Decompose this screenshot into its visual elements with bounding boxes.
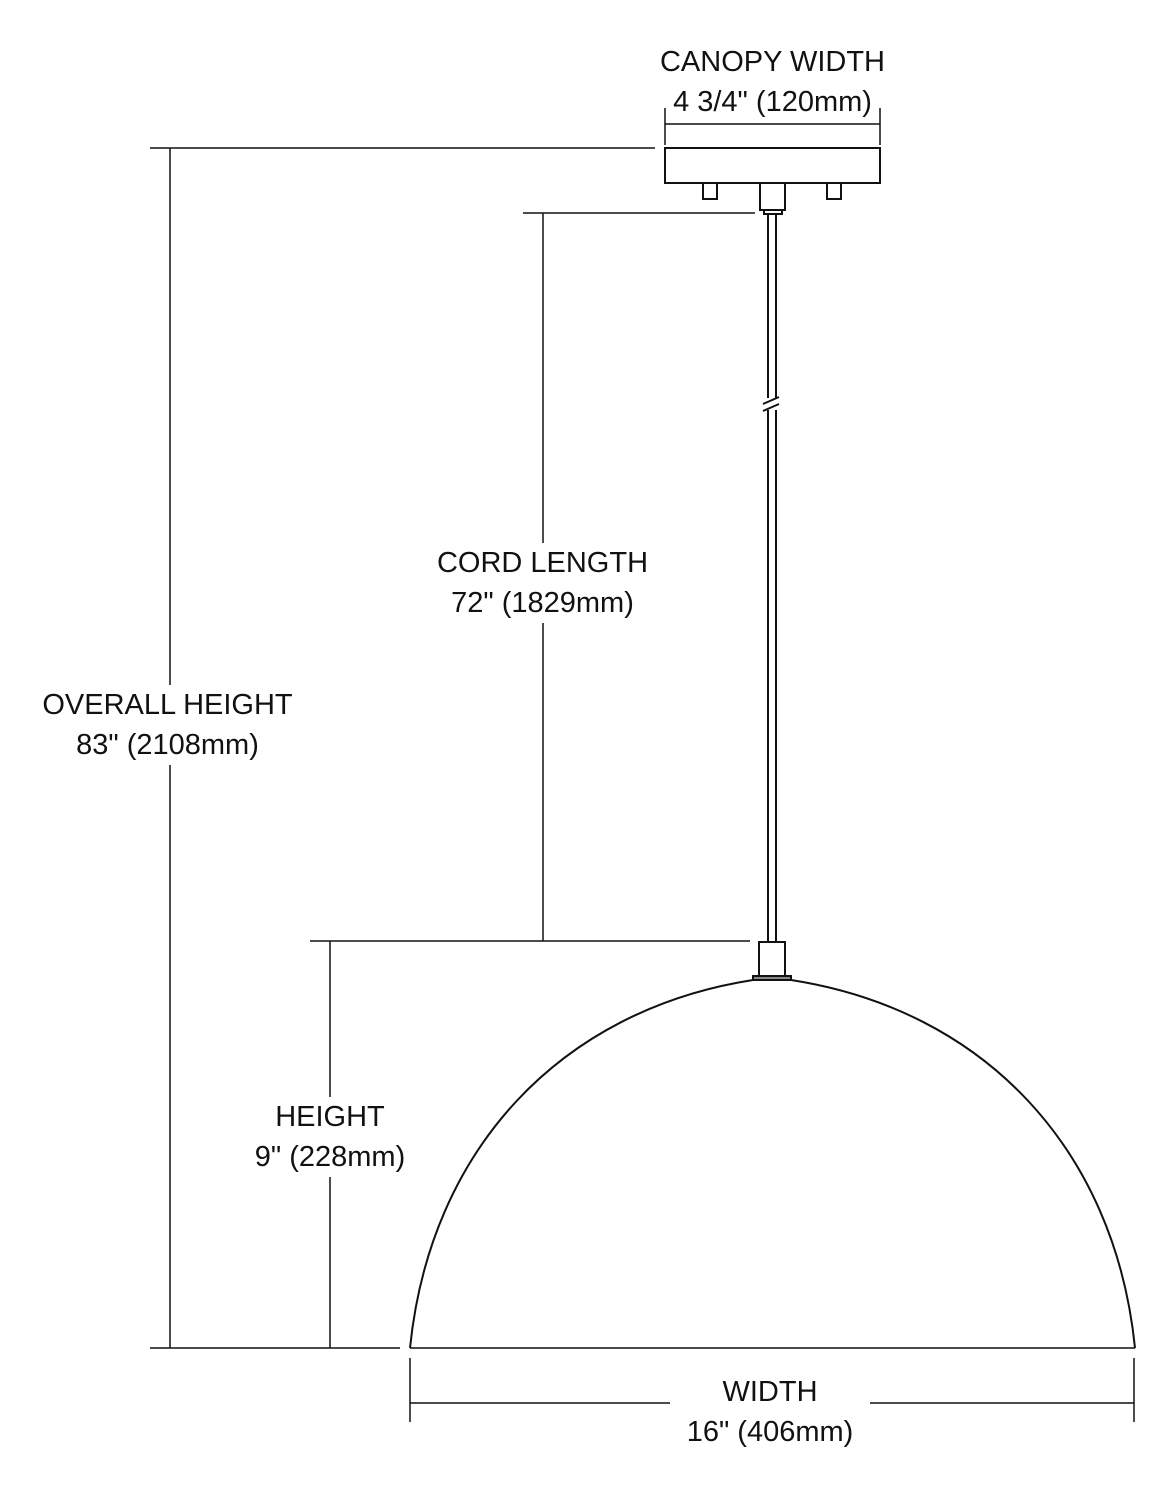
shade [409,941,1136,1349]
cord-length-value: 72" (1829mm) [451,587,634,619]
height-label: HEIGHT 9" (228mm) [230,1097,430,1177]
cord-length-label: CORD LENGTH 72" (1829mm) [400,543,685,623]
canopy-width-label: CANOPY WIDTH 4 3/4" (120mm) [600,42,945,122]
width-title: WIDTH [722,1376,818,1408]
canopy-width-title: CANOPY WIDTH [659,46,886,78]
overall-height-label: OVERALL HEIGHT 83" (2108mm) [20,685,315,765]
overall-height-value: 83" (2108mm) [76,729,259,761]
width-label: WIDTH 16" (406mm) [670,1372,870,1452]
cord [762,214,780,942]
cord-length-title: CORD LENGTH [436,547,649,579]
dimension-lines [150,108,1135,1422]
height-value: 9" (228mm) [254,1141,406,1173]
canopy-width-value: 4 3/4" (120mm) [673,86,872,118]
width-value: 16" (406mm) [686,1416,854,1448]
canopy [664,147,881,215]
overall-height-title: OVERALL HEIGHT [42,689,293,721]
height-title: HEIGHT [275,1101,385,1133]
